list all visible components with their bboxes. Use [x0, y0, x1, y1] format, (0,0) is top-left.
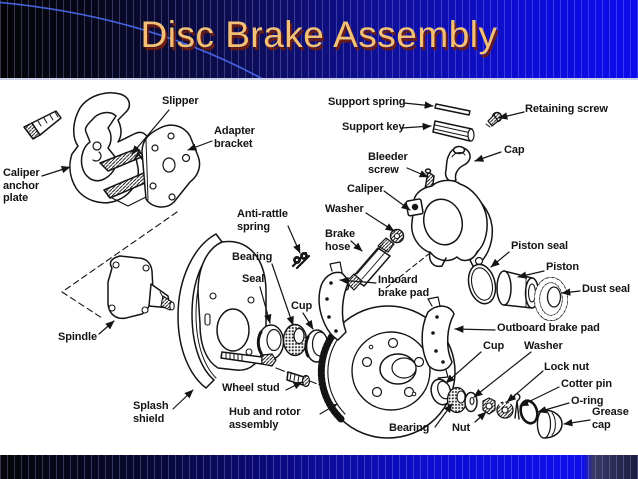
label-grease-cap: Grease cap [592, 406, 629, 431]
caliper-anchor-plate-drawing [69, 92, 149, 204]
label-brake-hose: Brake hose [325, 228, 356, 253]
dust-seal-drawing [534, 277, 568, 321]
piston-seal-drawing [467, 263, 497, 305]
label-bearing-hub: Bearing [389, 422, 430, 434]
diagram-area: Slipper Adapter bracket Caliper anchor p… [0, 80, 638, 455]
footer-pinstripes [0, 455, 638, 479]
label-o-ring: O-ring [571, 395, 604, 407]
adapter-bracket-drawing [141, 124, 201, 208]
bearing-hub-drawing [446, 386, 468, 414]
outboard-brake-pad-drawing [421, 296, 455, 379]
brake-hose-drawing [342, 237, 395, 291]
slide-title: Disc Brake Assembly [140, 14, 498, 55]
label-retaining-screw: Retaining screw [525, 103, 608, 115]
label-slipper: Slipper [162, 95, 199, 107]
bearing-spindle-drawing [282, 323, 308, 357]
label-anti-rattle-spring: Anti-rattle spring [237, 208, 288, 233]
label-hub-and-rotor: Hub and rotor assembly [229, 406, 301, 431]
spindle-drawing [107, 255, 175, 320]
slide-header: Disc Brake Assembly [0, 0, 638, 80]
label-nut: Nut [452, 422, 471, 434]
label-caliper: Caliper [347, 183, 384, 195]
label-cap: Cap [504, 144, 525, 156]
label-seal: Seal [242, 273, 265, 285]
anti-rattle-spring-drawing [291, 251, 311, 270]
label-bleeder-screw: Bleeder screw [368, 151, 408, 176]
support-spring-drawing [434, 103, 471, 116]
label-cotter-pin: Cotter pin [561, 378, 612, 390]
label-lock-nut: Lock nut [544, 361, 590, 373]
retaining-screw-drawing [485, 111, 503, 128]
leader-lines [41, 101, 591, 428]
label-outboard-brake-pad: Outboard brake pad [497, 322, 600, 334]
header-pinstripes [0, 0, 638, 78]
label-inboard-brake-pad: Inboard brake pad [378, 274, 430, 299]
label-piston: Piston [546, 261, 580, 273]
label-cup-hub: Cup [483, 340, 505, 352]
nut-drawing [482, 397, 496, 415]
footer-bar [0, 455, 638, 479]
label-dust-seal: Dust seal [582, 283, 631, 295]
label-support-key: Support key [342, 121, 405, 133]
piston-drawing [496, 270, 540, 309]
caliper-drawing [405, 179, 494, 269]
label-wheel-stud: Wheel stud [222, 382, 280, 394]
label-washer-caliper: Washer [325, 203, 364, 215]
slipper-drawing [99, 148, 153, 207]
shield-bolt-drawing [220, 351, 277, 367]
header-arc [0, 1, 263, 78]
label-cup-spindle: Cup [291, 300, 313, 312]
exploded-diagram [23, 92, 591, 439]
support-key-drawing [432, 120, 475, 142]
cup-hub-drawing [430, 378, 452, 406]
inboard-brake-pad-drawing [318, 261, 350, 341]
label-splash-shield: Splash shield [133, 400, 169, 425]
mounting-bolt-drawing [23, 110, 62, 140]
splash-shield-drawing [177, 233, 267, 389]
lock-nut-drawing [496, 400, 514, 419]
label-caliper-anchor-plate: Caliper anchor plate [3, 167, 40, 204]
o-ring-drawing [519, 399, 539, 425]
label-spindle: Spindle [58, 331, 98, 343]
cup-spindle-drawing [304, 329, 329, 363]
grease-cap-drawing [536, 409, 563, 439]
label-bearing-spindle: Bearing [232, 251, 273, 263]
label-support-spring: Support spring [328, 96, 406, 108]
washer-hub-drawing [464, 391, 478, 413]
cap-drawing [444, 145, 471, 182]
label-piston-seal: Piston seal [511, 240, 568, 252]
label-adapter-bracket: Adapter bracket [214, 125, 255, 150]
cotter-pin-drawing [513, 393, 521, 420]
washer-caliper-drawing [389, 228, 405, 244]
label-washer-hub: Washer [524, 340, 563, 352]
